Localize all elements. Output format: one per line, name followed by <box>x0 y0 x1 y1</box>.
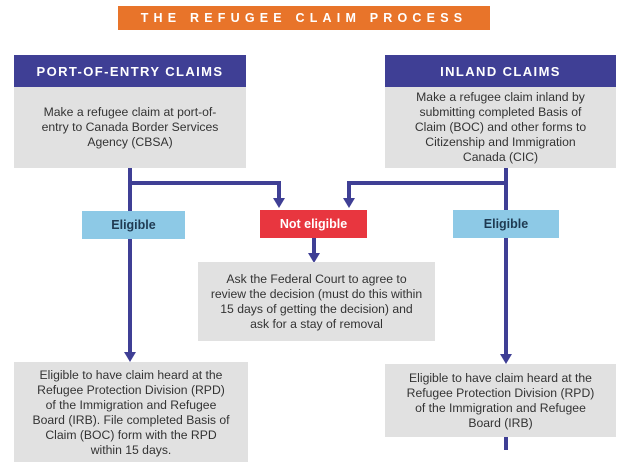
port-of-entry-outcome: Eligible to have claim heard at the Refu… <box>14 362 248 462</box>
left-branch-arrowhead <box>273 198 285 208</box>
port-of-entry-description: Make a refugee claim at port-of-entry to… <box>14 87 246 168</box>
not-eligible-badge: Not eligible <box>260 210 367 238</box>
left-branch-line <box>130 181 281 200</box>
right-eligible-badge: Eligible <box>453 210 559 238</box>
inland-outcome: Eligible to have claim heard at the Refu… <box>385 364 616 437</box>
left-trunk-arrowhead <box>124 352 136 362</box>
inland-description: Make a refugee claim inland by submittin… <box>385 87 616 168</box>
port-of-entry-header: PORT-OF-ENTRY CLAIMS <box>14 55 246 87</box>
connector-lines <box>124 168 512 450</box>
right-branch-line <box>347 181 506 200</box>
right-branch-arrowhead <box>343 198 355 208</box>
right-trunk-arrowhead <box>500 354 512 364</box>
diagram-title: THE REFUGEE CLAIM PROCESS <box>118 6 490 30</box>
federal-court-box: Ask the Federal Court to agree to review… <box>198 262 435 341</box>
inland-header: INLAND CLAIMS <box>385 55 616 87</box>
left-eligible-badge: Eligible <box>82 211 185 239</box>
center-arrowhead <box>308 253 320 263</box>
